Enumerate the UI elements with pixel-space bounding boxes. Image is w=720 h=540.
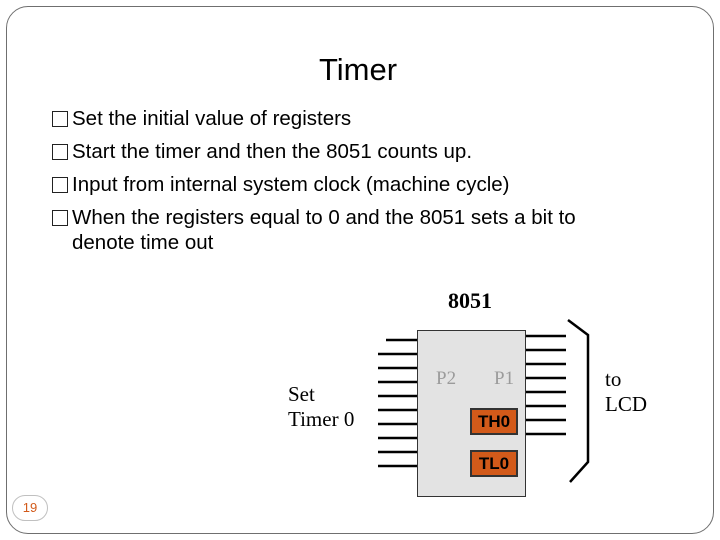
input-label-line: Set [288,382,315,406]
input-label: Set Timer 0 [288,382,354,432]
checkbox-square-icon [52,177,68,193]
checkbox-square-icon [52,144,68,160]
input-label-line: Timer 0 [288,407,355,431]
bullet-text: Input from internal system clock (machin… [72,173,510,196]
bullet-item: Input from internal system clock (machin… [52,172,692,205]
bullet-text: When the registers equal to 0 and the 80… [72,206,576,229]
checkbox-square-icon [52,111,68,127]
bullet-list: Set the initial value of registers Start… [52,106,692,255]
chip-label: 8051 [448,288,492,313]
right-pins [526,334,566,436]
port-p1-label: P1 [494,368,515,389]
slide-title: Timer [318,52,398,87]
output-label: to LCD [605,367,647,417]
bullet-item: Set the initial value of registers [52,106,692,139]
output-label-line: to [605,367,622,391]
port-p2-label: P2 [436,368,457,389]
bullet-text: Start the timer and then the 8051 counts… [72,140,473,163]
bullet-item: Start the timer and then the 8051 counts… [52,139,692,172]
checkbox-square-icon [52,210,68,226]
bullet-text: Set the initial value of registers [72,107,352,130]
page-number: 19 [12,495,48,521]
bullet-text-continued: denote time out [72,231,214,254]
output-label-line: LCD [605,392,647,416]
left-pins [378,338,417,468]
bullet-item: When the registers equal to 0 and the 80… [52,205,692,255]
slide-frame: Timer [6,6,714,534]
register-th0: TH0 [470,408,518,435]
output-bracket [567,319,590,483]
register-tl0: TL0 [470,450,518,477]
